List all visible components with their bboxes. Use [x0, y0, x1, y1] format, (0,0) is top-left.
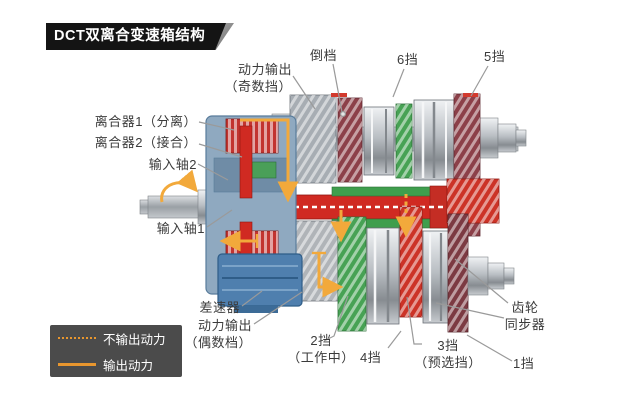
label-gear1: 1挡 — [513, 356, 535, 371]
input-shaft-assembly — [139, 189, 213, 225]
label-clutch1: 离合器1（分离） — [94, 114, 197, 129]
legend-label-no-output: 不输出动力 — [103, 332, 166, 347]
legend-item-output: 输出动力 — [58, 355, 174, 374]
lower-synchronizer-drum1 — [366, 227, 400, 325]
gear1-gear — [447, 213, 469, 333]
label-reverse-gear: 倒档 — [310, 48, 338, 63]
input-rotation-arrow — [160, 169, 198, 203]
label-gear3: 3挡 （预选挡） — [414, 338, 482, 371]
clutch-flow-path — [240, 118, 299, 203]
dotted-line-swatch — [58, 337, 96, 339]
label-clutch2: 离合器2（接合） — [94, 135, 197, 150]
label-power-output-odd: 动力输出 （奇数挡） — [224, 62, 292, 95]
leader-lines — [197, 63, 513, 362]
legend-item-no-output: 不输出动力 — [58, 329, 174, 348]
power-flow-arrows — [160, 118, 417, 298]
reverse-gear — [289, 94, 337, 184]
lower-synchronizer-drum2 — [422, 230, 450, 324]
gear3-gear — [399, 206, 423, 318]
upper-green-gear — [395, 103, 413, 179]
label-input-shaft1: 输入轴1 — [156, 221, 205, 236]
upper-synchronizer-hub — [363, 106, 395, 176]
clutch-red-channel — [239, 125, 253, 259]
gear6-gear — [337, 97, 363, 183]
label-synchronizer: 齿轮 同步器 — [504, 300, 546, 333]
upper-synchronizer-drum — [413, 99, 455, 181]
label-differential: 差速器 — [199, 300, 240, 315]
label-gear5: 5挡 — [484, 49, 506, 64]
label-gear6: 6挡 — [397, 52, 419, 67]
lower-shaft-stub — [467, 256, 515, 296]
label-gear4: 4挡 — [360, 350, 382, 365]
differential-housing — [217, 253, 303, 313]
page-title: DCT双离合变速箱结构 — [46, 23, 226, 50]
legend-label-output: 输出动力 — [103, 358, 154, 373]
label-power-output-even: 动力输出 （偶数档） — [184, 318, 252, 351]
final-drive-flow-arrow — [317, 253, 344, 298]
label-input-shaft2: 输入轴2 — [148, 157, 197, 172]
label-gear2: 2挡 （工作中） — [287, 333, 355, 366]
solid-line-swatch — [58, 362, 96, 366]
legend: 不输出动力 输出动力 — [50, 325, 182, 377]
gear5-marker-tick — [463, 93, 478, 97]
